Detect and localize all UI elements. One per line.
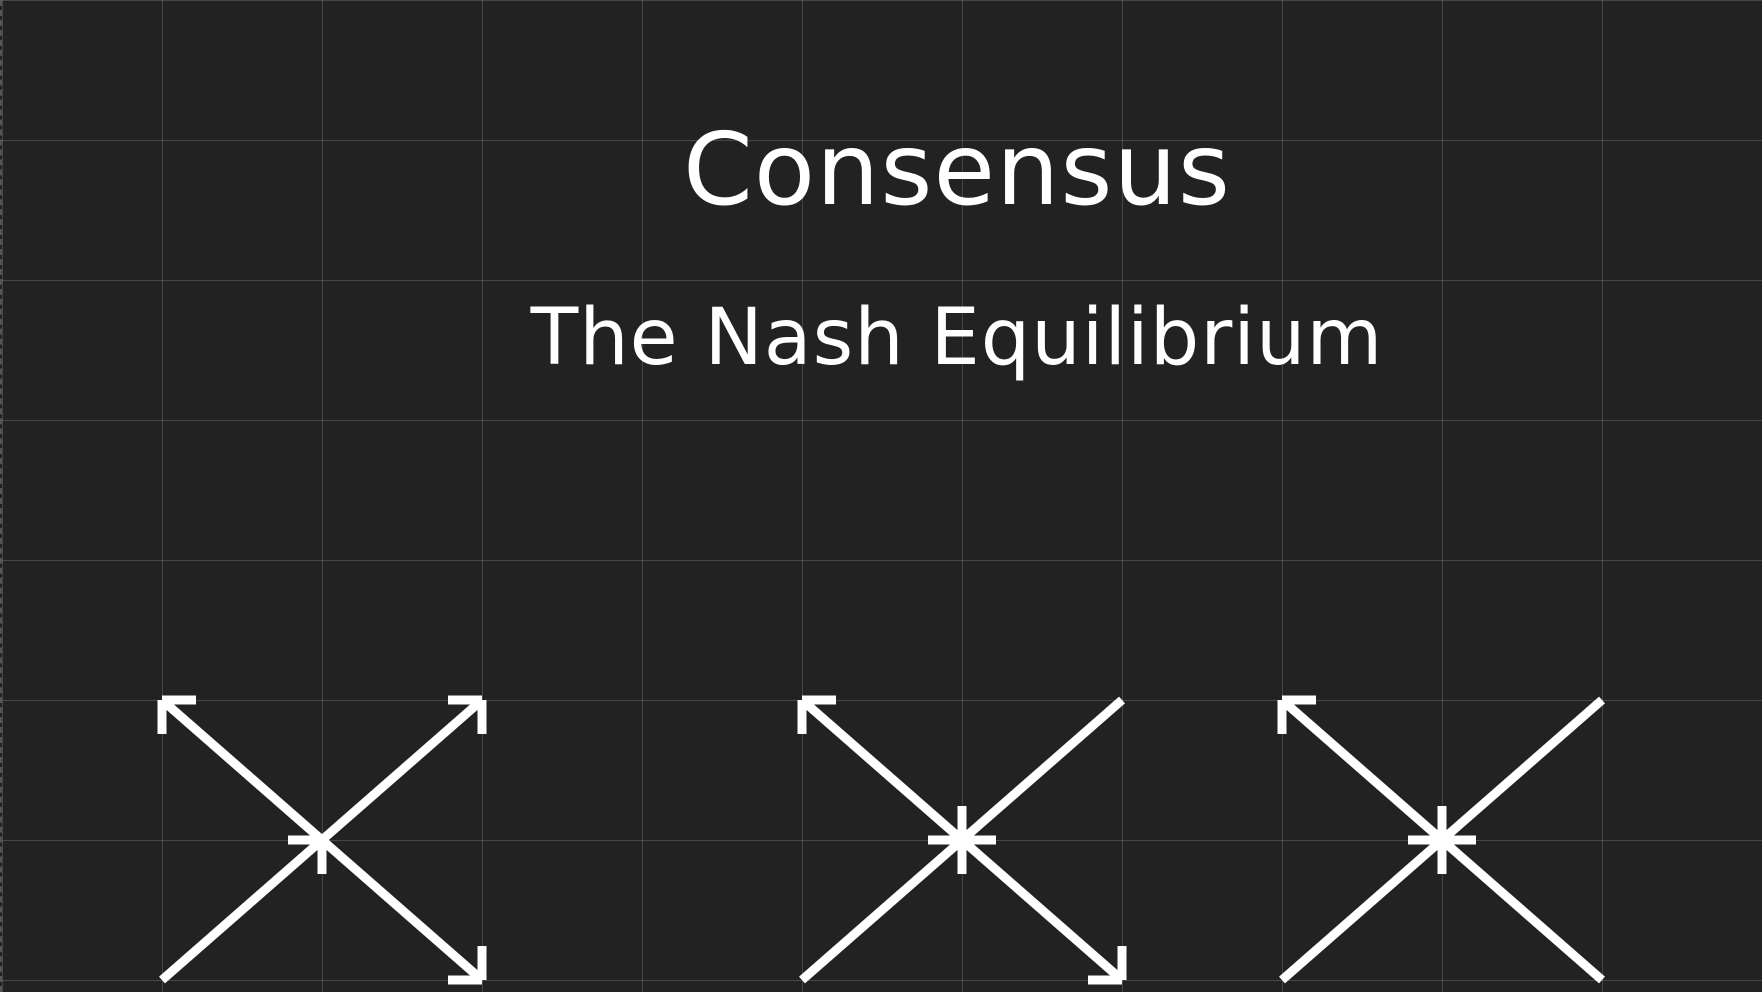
arrow-shaft [799,696,965,844]
arrow-shaft [159,696,325,844]
arrow-shaft [1439,836,1605,984]
arrow-shaft [1279,836,1445,984]
arrow-shaft [959,836,1125,984]
diagram-converging [1277,695,1605,984]
arrow-shaft [959,696,1125,844]
arrow-up-right [957,696,1125,845]
arrow-up-left [797,695,965,844]
arrow-shaft [319,696,485,844]
arrow-shaft [319,836,485,984]
arrow-up-left [1277,695,1445,844]
arrow-shaft [1439,696,1605,844]
arrow-up-right [319,695,487,844]
slide-subtitle: The Nash Equilibrium [530,293,1384,383]
slide-title: Consensus [683,111,1231,228]
diagram-mixed [797,695,1127,985]
arrow-up-right [1437,696,1605,845]
diagram-diverging [157,695,487,985]
arrow-down-right [319,836,487,985]
arrow-down-left [1279,835,1447,984]
arrow-down-right [1437,835,1605,984]
arrow-down-left [159,835,327,984]
arrow-down-right [959,836,1127,985]
arrow-down-left [799,835,967,984]
arrow-shaft [1279,696,1445,844]
arrow-shaft [159,836,325,984]
arrow-up-left [157,695,325,844]
arrow-shaft [799,836,965,984]
